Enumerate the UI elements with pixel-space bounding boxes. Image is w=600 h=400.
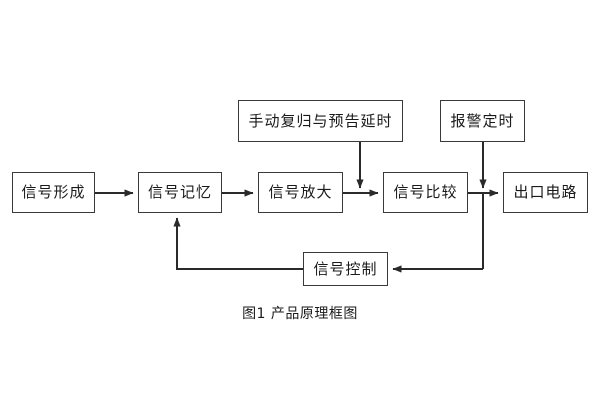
node-label: 信号控制 <box>313 259 378 278</box>
node-label: 出口电路 <box>513 183 578 201</box>
figure-caption: 图1 产品原理框图 <box>242 306 358 322</box>
node-signal-compare[interactable]: 信号比较 <box>383 172 468 213</box>
node-label: 报警定时 <box>450 111 515 130</box>
node-manual-reset-delay[interactable]: 手动复归与预告延时 <box>238 100 403 142</box>
node-signal-amplify[interactable]: 信号放大 <box>258 172 343 213</box>
node-signal-formation[interactable]: 信号形成 <box>12 172 95 213</box>
node-label: 信号比较 <box>393 183 458 201</box>
node-output-circuit[interactable]: 出口电路 <box>503 172 588 213</box>
node-label: 信号形成 <box>21 183 86 201</box>
node-signal-control[interactable]: 信号控制 <box>303 252 388 286</box>
node-label: 信号放大 <box>268 183 333 201</box>
node-signal-memory[interactable]: 信号记忆 <box>138 172 222 213</box>
node-label: 手动复归与预告延时 <box>248 111 393 130</box>
connector-control-to-memory <box>173 217 303 270</box>
node-alarm-timer[interactable]: 报警定时 <box>440 100 525 142</box>
node-label: 信号记忆 <box>147 183 212 201</box>
